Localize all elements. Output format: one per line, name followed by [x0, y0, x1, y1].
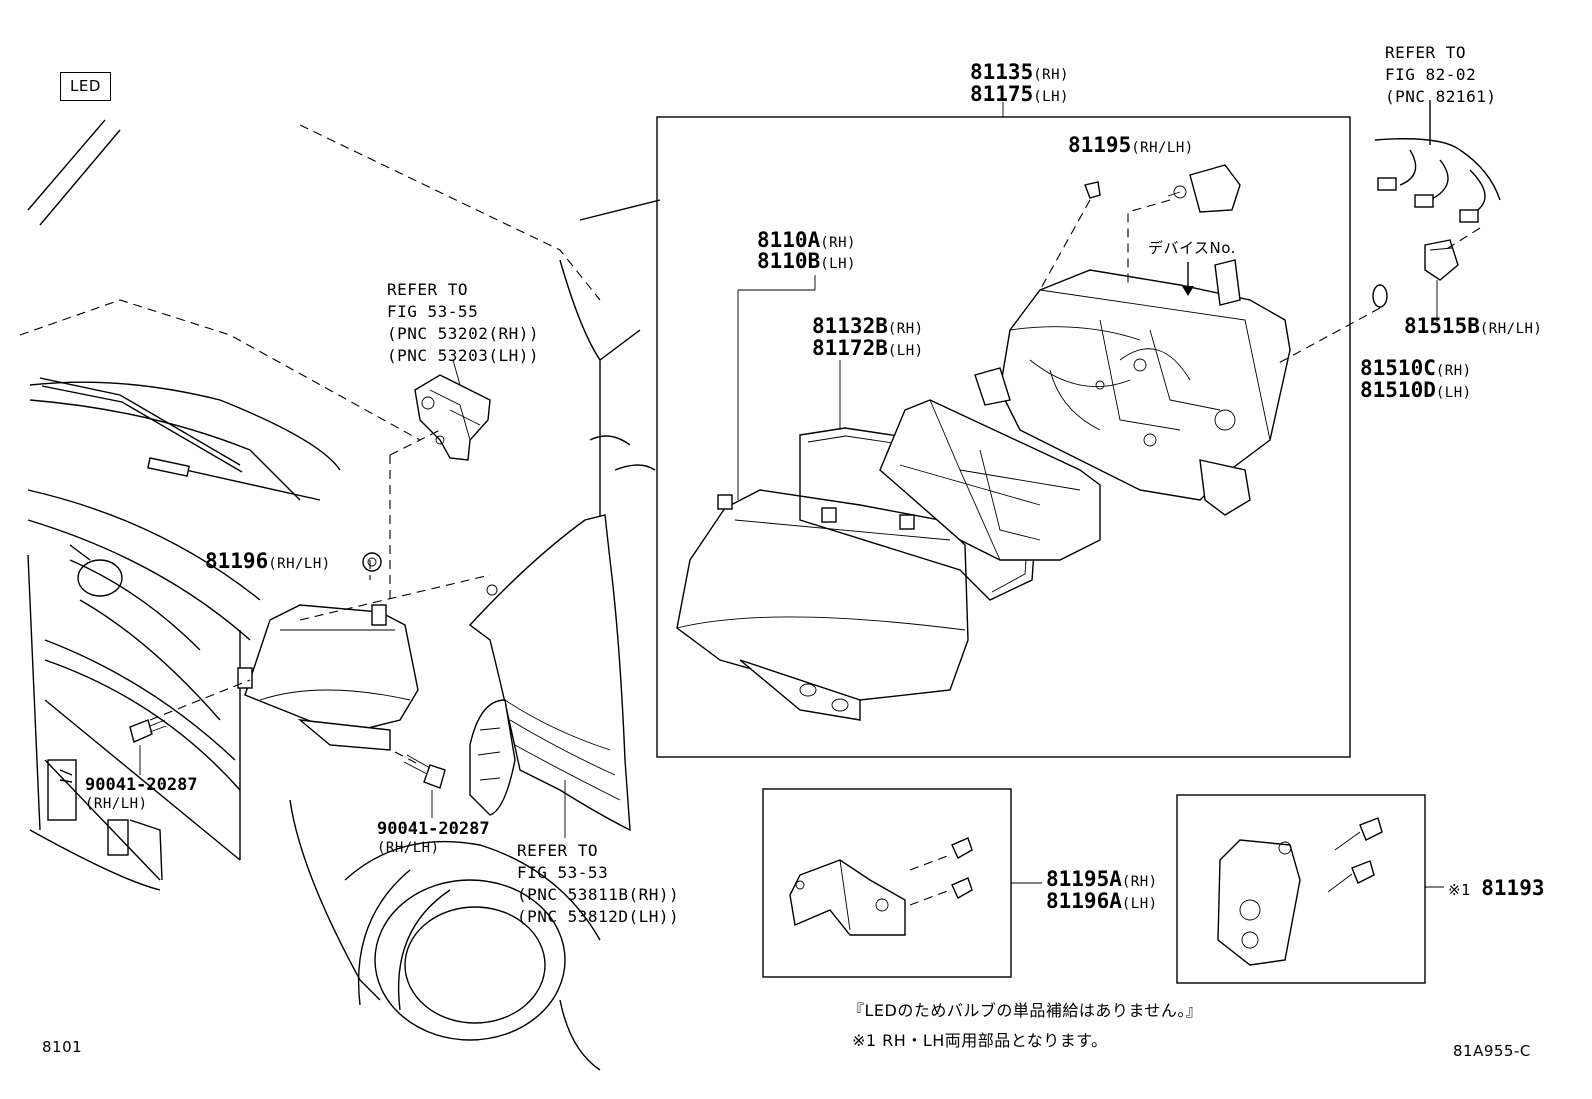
part-number: 90041-20287	[85, 775, 198, 795]
ref-line: FIG 82-02	[1385, 65, 1477, 84]
ref-line: FIG 53-55	[387, 302, 479, 321]
part-side: (RH/LH)	[1131, 140, 1194, 156]
leveling-actuator-81195	[1084, 164, 1241, 213]
fender-panel	[468, 514, 631, 832]
drawing-number: 81A955-C	[1453, 1042, 1531, 1060]
part-label-81196A: 81196A(LH)	[1046, 891, 1158, 912]
bracket-81193	[1217, 817, 1383, 966]
part-label-81515B: 81515B(RH/LH)	[1404, 316, 1542, 337]
ref-line: (PNC 82161)	[1385, 87, 1497, 106]
bracket-81195A	[789, 837, 973, 936]
ref-line: (PNC 53203(LH))	[387, 346, 539, 365]
part-side: (RH/LH)	[1479, 321, 1543, 337]
part-label-81172B: 81172B(LH)	[812, 338, 924, 359]
note-no-bulb-supply: 『LEDのためバルブの単品補給はありません。』	[848, 1001, 1203, 1020]
part-number: 81510C	[1360, 356, 1436, 380]
note-shared-part: ※1 RH・LH両用部品となります。	[852, 1031, 1108, 1050]
ref-line: FIG 53-53	[517, 863, 609, 882]
figure-number: 8101	[42, 1038, 83, 1056]
headlamp-lens	[676, 489, 969, 721]
headlamp-assembly-box	[656, 116, 1351, 758]
part-side: (RH/LH)	[268, 556, 331, 572]
part-side: (LH)	[1435, 385, 1472, 401]
part-number: 81515B	[1404, 314, 1480, 338]
part-number: 81193	[1481, 876, 1545, 900]
part-number: 81196A	[1046, 889, 1122, 913]
part-number: 81510D	[1360, 378, 1436, 402]
part-side: (RH)	[820, 235, 856, 251]
wire-harness-82161	[1374, 100, 1501, 223]
part-label-81193: ※1 81193	[1448, 878, 1544, 899]
part-number: 81172B	[812, 336, 888, 360]
headlamp-reflector	[879, 399, 1101, 561]
part-number: 81135	[970, 60, 1034, 84]
part-side: (RH/LH)	[377, 840, 440, 856]
part-label-81195A: 81195A(RH)	[1046, 869, 1158, 890]
part-number: 81196	[205, 549, 269, 573]
part-side: (RH)	[1435, 363, 1472, 379]
part-label-81195: 81195(RH/LH)	[1068, 135, 1194, 156]
ref-line: REFER TO	[387, 280, 469, 299]
part-number: 90041-20287	[377, 819, 490, 839]
part-label-81132B: 81132B(RH)	[812, 316, 924, 337]
part-label-81510C: 81510C(RH)	[1360, 358, 1472, 379]
part-side: (LH)	[887, 343, 924, 359]
shared-part-mark: ※1	[1448, 881, 1472, 899]
part-label-bolt-left: 90041-20287 (RH/LH)	[85, 775, 198, 812]
ref-line: (PNC 53202(RH))	[387, 324, 539, 343]
ref-line: REFER TO	[517, 841, 599, 860]
vehicle-body-outline	[19, 119, 661, 1071]
part-number: 8110A	[757, 228, 821, 252]
part-side: (RH)	[1033, 67, 1069, 83]
ref-line: (PNC 53812D(LH))	[517, 907, 680, 926]
part-number: 81132B	[812, 314, 888, 338]
part-label-81175: 81175(LH)	[970, 84, 1069, 105]
part-label-81135: 81135(RH)	[970, 62, 1069, 83]
ref-fig-53-53: REFER TO FIG 53-53 (PNC 53811B(RH)) (PNC…	[517, 840, 679, 928]
part-side: (RH)	[887, 321, 924, 337]
part-label-8110B: 8110B(LH)	[757, 251, 856, 272]
part-label-81510D: 81510D(LH)	[1360, 380, 1472, 401]
device-number-label: デバイスNo.	[1148, 239, 1236, 257]
part-side: (LH)	[1033, 89, 1069, 105]
bulb-81510C	[1372, 284, 1388, 308]
part-side: (LH)	[1121, 896, 1158, 912]
part-number: 8110B	[757, 249, 821, 273]
part-label-bolt-right: 90041-20287 (RH/LH)	[377, 819, 490, 856]
part-side: (RH)	[1121, 874, 1158, 890]
headlamp-housing	[974, 259, 1291, 516]
bolt-90041-20287-right	[403, 754, 446, 789]
bracket-53-55	[414, 374, 491, 461]
led-badge: LED	[60, 72, 111, 101]
socket-81515B	[1424, 239, 1459, 281]
part-number: 81195A	[1046, 867, 1122, 891]
part-number: 81195	[1068, 133, 1132, 157]
ref-fig-53-55: REFER TO FIG 53-55 (PNC 53202(RH)) (PNC …	[387, 279, 539, 367]
bracket-box-81193	[1176, 794, 1426, 984]
ref-line: (PNC 53811B(RH))	[517, 885, 680, 904]
part-side: (RH/LH)	[85, 796, 148, 812]
part-label-81196: 81196(RH/LH)	[205, 551, 331, 572]
ref-fig-82-02: REFER TO FIG 82-02 (PNC 82161)	[1385, 42, 1496, 108]
ref-line: REFER TO	[1385, 43, 1467, 62]
headlamp-installed	[237, 552, 419, 751]
part-number: 81175	[970, 82, 1034, 106]
part-label-8110A: 8110A(RH)	[757, 230, 856, 251]
bolt-90041-20287-left	[129, 719, 167, 743]
part-side: (LH)	[820, 256, 856, 272]
